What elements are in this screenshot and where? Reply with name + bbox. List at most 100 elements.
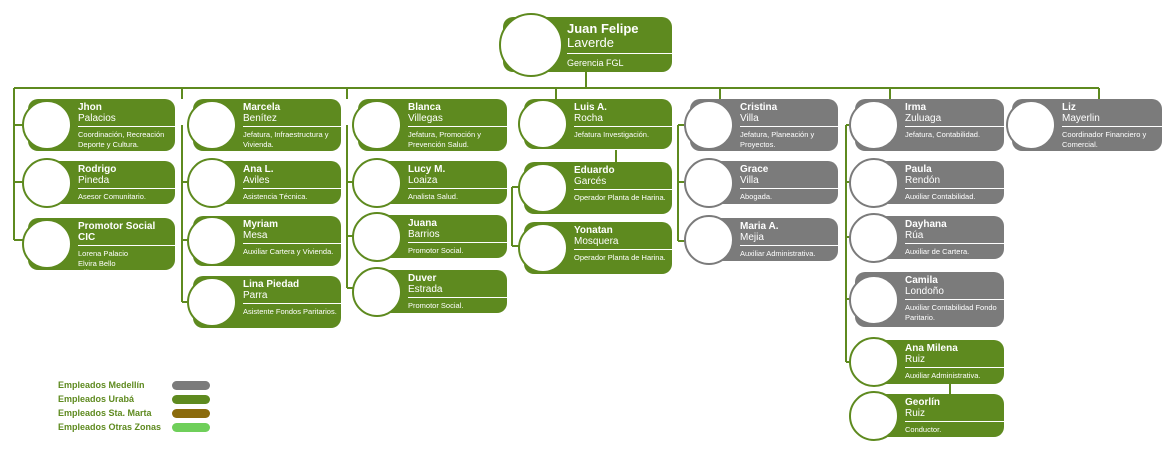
avatar: [849, 390, 899, 441]
first-name: Cristina: [740, 102, 778, 113]
role: Abogada.: [740, 192, 773, 201]
divider: [243, 243, 343, 244]
avatar: [22, 100, 72, 150]
node-promotor: Promotor Social CIC Lorena Palacio Elvira…: [22, 218, 178, 277]
first-name: Luis A.: [574, 102, 607, 113]
role: Auxiliar de Cartera.: [905, 247, 970, 256]
role: Coordinación, Recreación Deporte y Cultu…: [78, 130, 165, 149]
first-name: Promotor Social CIC: [78, 221, 156, 243]
role: Analista Salud.: [408, 192, 459, 201]
divider: [905, 243, 1005, 244]
last-name: Laverde: [567, 35, 614, 50]
first-name: Rodrigo: [78, 164, 117, 175]
role: Auxiliar Administrativa.: [905, 371, 981, 380]
legend-swatch: [172, 394, 210, 404]
first-name: Ana Milena: [905, 343, 958, 354]
node-root: Juan Felipe Laverde Gerencia FGL: [499, 12, 677, 77]
divider: [574, 126, 674, 127]
first-name: Eduardo: [574, 165, 615, 176]
role: Jefatura, Promoción y Prevención Salud.: [408, 130, 481, 149]
last-name: Benítez: [243, 113, 277, 124]
divider: [408, 188, 508, 189]
legend-item: Empleados Sta. Marta: [58, 406, 210, 420]
divider: [408, 297, 508, 298]
last-name: Estrada: [408, 284, 443, 295]
avatar: [849, 337, 899, 387]
avatar: [849, 212, 899, 263]
avatar: [518, 223, 568, 273]
first-name: Duver: [408, 273, 437, 284]
role: Jefatura, Infraestructura y Vivienda.: [243, 130, 329, 149]
last-name: Garcés: [574, 176, 607, 187]
avatar: [22, 157, 72, 208]
avatar: [518, 163, 568, 213]
first-name: Camila: [905, 275, 938, 286]
divider: [740, 245, 840, 246]
avatar: [187, 216, 237, 266]
avatar: [1006, 100, 1056, 150]
avatar: [849, 157, 899, 208]
first-name: Myriam: [243, 219, 279, 230]
legend-label: Empleados Sta. Marta: [58, 408, 152, 418]
first-name: Maria A.: [740, 221, 779, 232]
legend-swatch: [172, 422, 210, 432]
role: Asistente Fondos Paritarios.: [243, 307, 337, 316]
role: Promotor Social.: [408, 301, 464, 310]
legend-item: Empleados Medellín: [58, 378, 210, 392]
legend-label: Empleados Urabá: [58, 394, 135, 404]
divider: [574, 189, 674, 190]
divider: [740, 126, 840, 127]
role: Lorena Palacio Elvira Bello Gilberto Mor…: [78, 249, 132, 277]
avatar: [849, 100, 899, 150]
divider: [1062, 126, 1162, 127]
first-name: Lucy M.: [408, 164, 446, 175]
last-name: Mesa: [243, 230, 268, 241]
last-name: Rúa: [905, 230, 924, 241]
last-name: Mayerlin: [1062, 113, 1100, 124]
role: Coordinador Financiero y Comercial.: [1062, 130, 1147, 149]
avatar: [187, 157, 237, 208]
divider: [78, 126, 178, 127]
last-name: Mosquera: [574, 236, 619, 247]
legend-swatch: [172, 408, 210, 418]
last-name: Rocha: [574, 113, 603, 124]
role: Operador Planta de Harina.: [574, 193, 666, 202]
divider: [78, 188, 178, 189]
avatar: [684, 100, 734, 150]
role: Asistencia Técnica.: [243, 192, 308, 201]
first-name: Dayhana: [905, 219, 947, 230]
first-name: Irma: [905, 102, 927, 113]
divider: [905, 421, 1005, 422]
avatar: [499, 12, 563, 77]
avatar: [187, 277, 237, 327]
role: Jefatura, Contabilidad.: [905, 130, 981, 139]
avatar: [187, 100, 237, 150]
first-name: Grace: [740, 164, 769, 175]
divider: [905, 188, 1005, 189]
last-name: Villegas: [408, 113, 443, 124]
last-name: Pineda: [78, 175, 110, 186]
divider: [408, 126, 508, 127]
divider: [243, 303, 343, 304]
last-name: Rendón: [905, 175, 941, 186]
first-name: Marcela: [243, 102, 281, 113]
legend-label: Empleados Medellín: [58, 380, 145, 390]
last-name: Barrios: [408, 229, 440, 240]
avatar: [352, 211, 402, 262]
first-name: Liz: [1062, 102, 1076, 113]
